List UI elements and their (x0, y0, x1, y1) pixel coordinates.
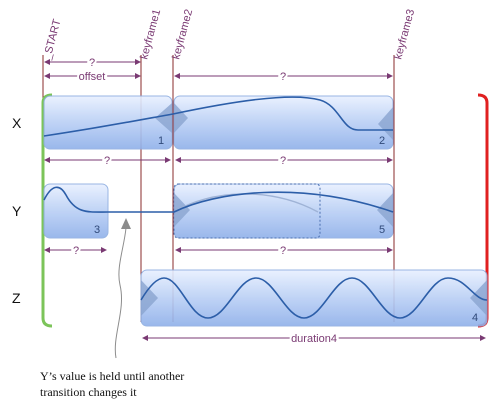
transition-box-1[interactable] (43, 95, 173, 150)
hold-callout-arrow (114, 227, 127, 359)
row-label-y: Y (12, 203, 22, 219)
transition-5-original-extent (173, 183, 321, 239)
transition-box-3[interactable] (43, 183, 109, 239)
z-curve (140, 277, 488, 319)
row-label-z: Z (12, 290, 21, 306)
keyframe1-marker-label: keyframe1 (138, 8, 163, 61)
y5-question-label: ? (280, 245, 286, 257)
hold-note-line2: transition changes it (40, 385, 137, 399)
offset-question-label: ? (89, 57, 95, 69)
transition-5-number: 5 (379, 224, 385, 236)
duration4-label: duration4 (291, 333, 337, 345)
transition-box-2[interactable] (173, 95, 394, 150)
transition-3-number: 3 (94, 224, 100, 236)
transition-2-start-arrow (174, 103, 188, 133)
x-curve (43, 96, 393, 137)
start-marker-label: _START (41, 18, 64, 62)
transition-5-start-arrow (174, 193, 190, 227)
hold-note-line1: Y’s value is held until another (40, 369, 184, 383)
keyframe3-marker-label: keyframe3 (392, 8, 417, 61)
start-bracket (41, 93, 53, 328)
offset-label: offset (79, 71, 106, 83)
row-label-x: X (12, 115, 22, 131)
y-curve (43, 186, 394, 213)
x2-question-label: ? (280, 155, 286, 167)
x1-question-label: ? (104, 155, 110, 167)
kf2-kf3-question-label: ? (280, 71, 286, 83)
transition-2-end-arrow (378, 107, 393, 140)
keyframe2-marker-label: keyframe2 (170, 8, 195, 61)
transition-4-start-arrow (141, 280, 158, 316)
transition-1-number: 1 (158, 135, 164, 147)
y3-question-label: ? (73, 245, 79, 257)
transition-4-number: 4 (472, 312, 478, 324)
transition-2-number: 2 (379, 135, 385, 147)
transition-4-end-arrow (470, 280, 487, 316)
hold-callout-arrowhead (121, 218, 131, 229)
transition-1-end-arrow (155, 103, 172, 133)
transition-box-4[interactable] (140, 269, 488, 327)
